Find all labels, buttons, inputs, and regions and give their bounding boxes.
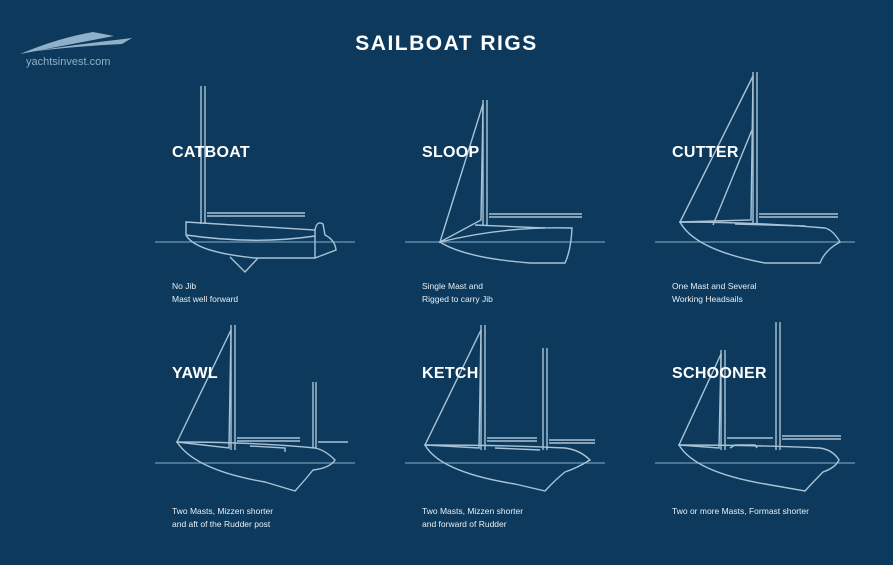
logo-text: yachtsinvest.com (26, 56, 111, 68)
rig-name: SCHOONER (672, 365, 767, 382)
rig-name: KETCH (422, 365, 479, 382)
sloop-illustration (405, 100, 605, 264)
rig-description: Two or more Masts, Formast shorter (672, 506, 809, 516)
cutter-illustration (655, 72, 855, 264)
schooner-illustration (655, 322, 855, 492)
rig-schooner: SCHOONER Two or more Masts, Formast shor… (655, 290, 865, 540)
catboat-illustration (155, 86, 355, 274)
yawl-illustration (155, 325, 355, 492)
rig-name: SLOOP (422, 144, 480, 161)
page-title: SAILBOAT RIGS (355, 32, 538, 55)
yacht-logo-icon (20, 32, 132, 54)
ketch-illustration (405, 325, 605, 492)
rig-name: CATBOAT (172, 144, 250, 161)
rig-name: CUTTER (672, 144, 739, 161)
rig-name: YAWL (172, 365, 218, 382)
